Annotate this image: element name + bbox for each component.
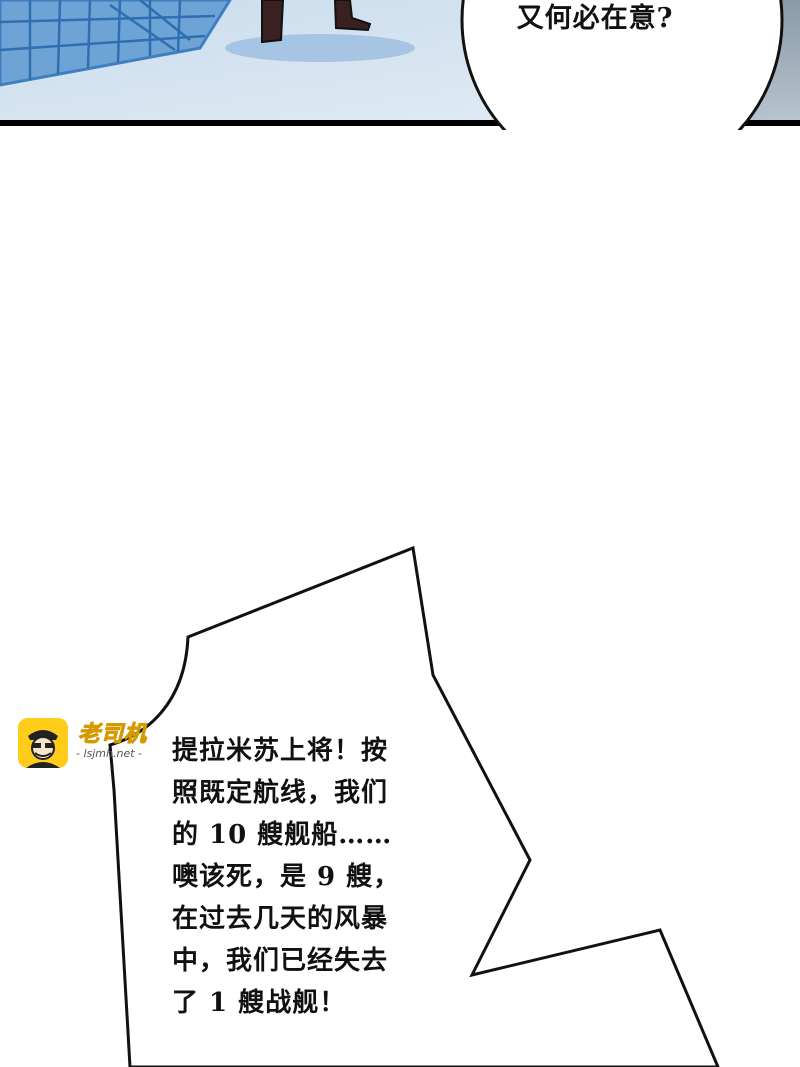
top-comic-panel: 又何必在意? [0,0,800,130]
speech-line: 噢该死，是 9 艘， [172,862,401,892]
speech-bubble-text: 提拉米苏上将！按 照既定航线，我们 的 10 艘舰船…… 噢该死，是 9 艘， … [172,730,472,1024]
speech-line: 的 10 艘舰船…… [172,820,393,850]
top-speech-bubble-text: 又何必在意? [516,3,674,34]
city-scene-illustration [0,0,800,130]
speech-line: 照既定航线，我们 [172,778,389,808]
speech-line: 提拉米苏上将！按 [172,736,389,766]
driver-mascot-icon [18,718,68,768]
watermark-title: 老司机 [77,722,148,748]
speech-line: 在过去几天的风暴 [172,904,389,934]
speech-line: 中，我们已经失去 [172,946,389,976]
speech-line: 了 1 艘战舰！ [172,988,347,1018]
watermark-url: - lsjmh.net - [76,747,143,760]
site-watermark: 老司机 - lsjmh.net - [18,716,178,768]
